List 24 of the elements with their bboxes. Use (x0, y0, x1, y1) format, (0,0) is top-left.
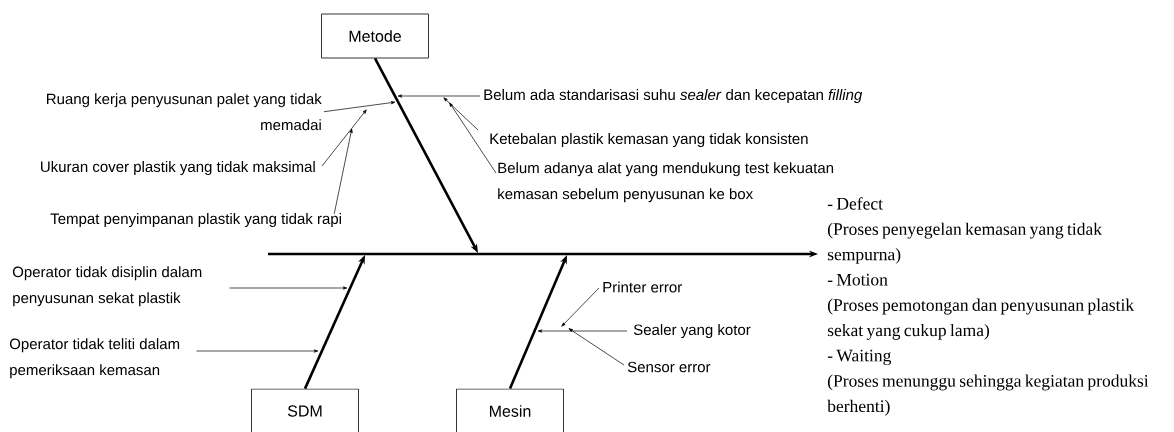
cause-label: Ketebalan plastik kemasan yang tidak konsisten (490, 133, 808, 147)
cause-label: Ruang kerja penyusunan palet yang tidak memadai (47, 93, 322, 131)
cause-label: Sensor error (627, 361, 711, 373)
arrow (323, 101, 396, 113)
cause-label: Belum ada standarisasi suhu sealer dan kecepatan filling (484, 89, 863, 103)
arrow (397, 94, 481, 98)
arrow (333, 128, 353, 215)
arrow (229, 286, 348, 290)
category-box: Metode (321, 13, 429, 59)
arrow (537, 329, 628, 333)
cause-label: Sealer yang kotor (633, 324, 751, 338)
cause-label: Operator tidak disiplin dalam penyusunan sekat plastik (12, 266, 202, 307)
category-box: Mesin (456, 388, 564, 432)
arrow (449, 102, 497, 174)
arrow (321, 109, 367, 167)
cause-label: Ukuran cover plastik yang tidak maksimal (41, 161, 315, 175)
cause-label: Printer error (603, 281, 682, 293)
arrow (443, 97, 479, 131)
arrow (568, 328, 625, 366)
cause-label: Tempat penyimpanan plastik yang tidak rapi (50, 213, 341, 227)
arrow (196, 349, 319, 353)
category-box: SDM (251, 388, 359, 432)
cause-label: Operator tidak teliti dalam pemeriksaan kemasan (9, 338, 180, 379)
arrow (561, 287, 600, 327)
